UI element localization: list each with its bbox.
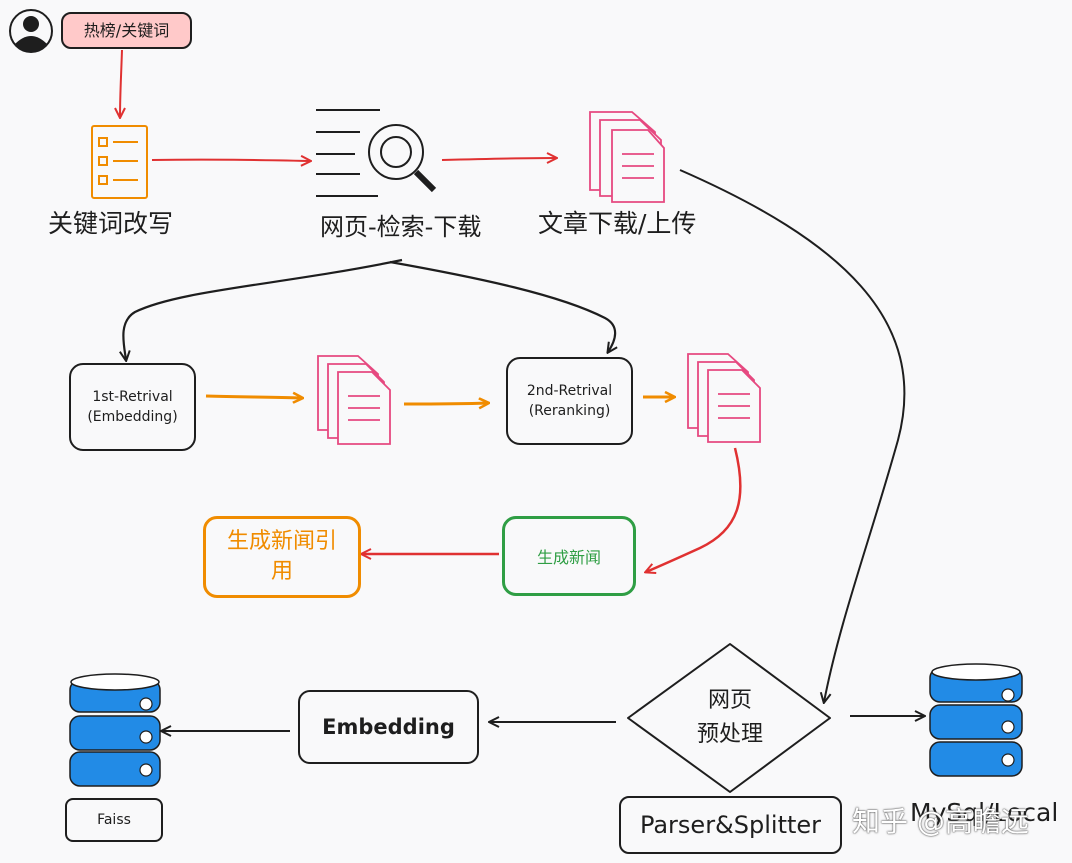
generate-citation-line1: 生成新闻引 xyxy=(226,529,337,554)
first-retrieval-box: 1st-Retrival (Embedding) xyxy=(69,363,196,451)
second-retrieval-box: 2nd-Retrival (Reranking) xyxy=(506,357,633,445)
second-retrieval-title: 2nd-Retrival xyxy=(526,383,613,399)
arrow-docs-to-generate-news xyxy=(646,447,742,572)
keyword-rewrite-label: 关键词改写 xyxy=(48,209,174,238)
first-retrieval-subtitle: (Embedding) xyxy=(87,409,178,425)
mysql-local-label: MySql/Local xyxy=(910,798,1059,827)
arrow-first-retrieval-to-docs xyxy=(205,396,302,398)
parser-splitter-box: Parser&Splitter xyxy=(619,796,842,854)
faiss-box: Faiss xyxy=(65,798,163,842)
arrow-tag-to-checklist xyxy=(120,49,122,117)
checklist-icon xyxy=(91,125,148,199)
generate-news-box: 生成新闻 xyxy=(502,516,636,596)
zhihu-watermark: 知乎 @高瞻远 xyxy=(852,805,1029,838)
web-search-download-label: 网页-检索-下载 xyxy=(320,213,482,241)
generate-citation-line2: 用 xyxy=(270,559,293,584)
web-preprocess-line1: 网页 xyxy=(707,688,752,713)
article-download-upload-label: 文章下载/上传 xyxy=(538,209,697,238)
retrieved-docs-icon xyxy=(317,355,391,445)
arrow-search-to-second-retrieval xyxy=(389,260,615,352)
user-avatar-icon xyxy=(9,9,53,53)
hot-keywords-tag xyxy=(61,12,192,49)
arrow-rewrite-to-search xyxy=(151,160,310,161)
arrow-docs-to-second-retrieval xyxy=(403,403,488,404)
embedding-box: Embedding xyxy=(298,690,479,764)
reranked-docs-icon xyxy=(687,353,761,443)
arrow-download-to-preprocess xyxy=(679,169,906,702)
second-retrieval-subtitle: (Reranking) xyxy=(528,403,611,419)
first-retrieval-title: 1st-Retrival xyxy=(92,389,173,405)
arrow-search-to-first-retrieval xyxy=(123,258,403,360)
preprocess-diamond xyxy=(627,643,831,793)
arrow-search-to-download xyxy=(441,158,556,160)
web-preprocess-line2: 预处理 xyxy=(696,722,763,747)
hot-keywords-label: 热榜/关键词 xyxy=(83,21,170,40)
generate-citation-box: 生成新闻引 用 xyxy=(203,516,361,598)
downloaded-docs-icon xyxy=(589,111,665,203)
faiss-database-icon xyxy=(69,673,161,787)
web-search-icon xyxy=(316,109,437,197)
mysql-database-icon xyxy=(929,663,1023,777)
web-preprocess-label: 网页 预处理 xyxy=(670,684,790,752)
